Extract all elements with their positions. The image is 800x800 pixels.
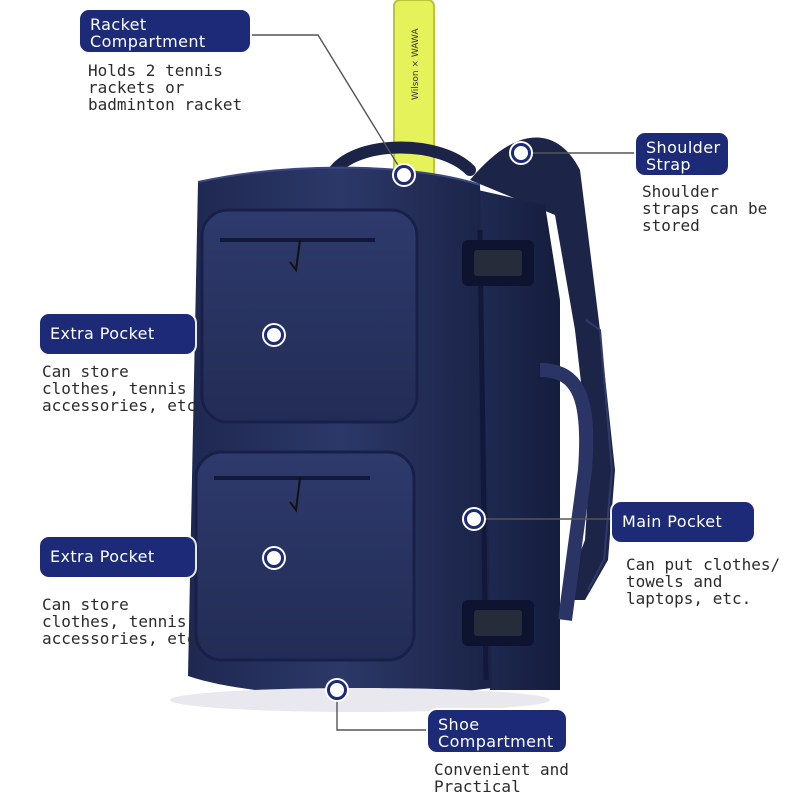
lower-pocket bbox=[194, 450, 416, 662]
shoulder-strap-marker[interactable] bbox=[511, 143, 531, 163]
main-pocket-marker[interactable] bbox=[464, 509, 484, 529]
main-pocket-description: Can put clothes/ towels and laptops, etc… bbox=[626, 555, 781, 608]
racket-grip: Wilson × WAWA bbox=[393, 0, 435, 191]
shoe-compartment-marker[interactable] bbox=[327, 680, 347, 700]
main-pocket-label: Main Pocket bbox=[612, 502, 754, 542]
racket-compartment-description: Holds 2 tennis rackets or badminton rack… bbox=[88, 61, 243, 114]
extra-pocket-bottom-label: Extra Pocket bbox=[40, 537, 195, 577]
upper-pocket bbox=[200, 208, 419, 424]
shoulder-strap-label: Shoulder Strap bbox=[636, 133, 728, 175]
top-handle bbox=[329, 141, 476, 176]
extra-pocket-top-label: Extra Pocket bbox=[40, 314, 195, 354]
racket-compartment-label: Racket Compartment bbox=[80, 10, 250, 52]
shoe-compartment-label: Shoe Compartment bbox=[428, 710, 566, 752]
buckle-bottom bbox=[462, 600, 534, 646]
leader-line-racket bbox=[250, 34, 405, 176]
extra-pocket-top-description: Can store clothes, tennis accessories, e… bbox=[42, 362, 206, 415]
shoulder-strap-description: Shoulder straps can be stored bbox=[642, 182, 768, 235]
extra-pocket-bottom-marker[interactable] bbox=[264, 548, 284, 568]
racket-compartment-marker[interactable] bbox=[394, 165, 414, 185]
extra-pocket-top-marker[interactable] bbox=[264, 325, 284, 345]
extra-pocket-bottom-description: Can store clothes, tennis accessories, e… bbox=[42, 595, 206, 648]
buckle-top bbox=[462, 240, 534, 286]
leader-line-shoe bbox=[336, 690, 428, 731]
racket-grip-text: Wilson × WAWA bbox=[411, 28, 421, 100]
leader-lines bbox=[250, 34, 640, 731]
shoe-compartment-description: Convenient and Practical bbox=[434, 760, 569, 796]
shoulder-strap bbox=[470, 137, 615, 600]
bag-side-panel bbox=[478, 190, 560, 690]
